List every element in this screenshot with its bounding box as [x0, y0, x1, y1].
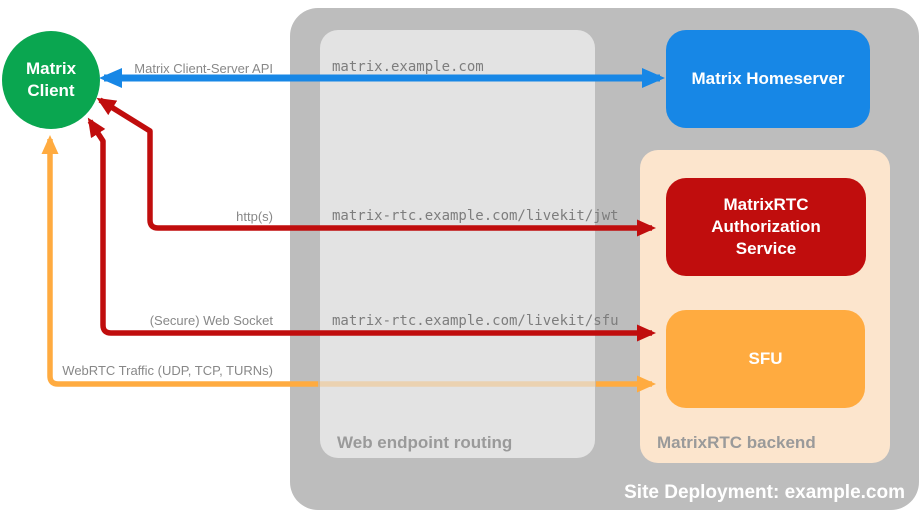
route-label-livekit-sfu: matrix-rtc.example.com/livekit/sfu — [332, 313, 619, 329]
route-label-livekit-jwt: matrix-rtc.example.com/livekit/jwt — [332, 208, 619, 224]
route-label-matrix-example-com: matrix.example.com — [332, 59, 484, 75]
site-deployment-caption: Site Deployment: example.com — [624, 482, 905, 503]
protocol-label-webrtc-traffic: WebRTC Traffic (UDP, TCP, TURNs) — [62, 363, 273, 378]
matrixrtc-authorization-service-label: MatrixRTC Authorization Service — [711, 195, 821, 258]
web-endpoint-routing-caption: Web endpoint routing — [337, 433, 513, 452]
protocol-label-client-server-api: Matrix Client-Server API — [134, 61, 273, 76]
protocol-label-https: http(s) — [236, 209, 273, 224]
sfu-label: SFU — [748, 349, 783, 368]
matrix-client-label: Matrix Client — [25, 59, 77, 100]
matrix-client-node: Matrix Client — [2, 31, 100, 129]
web-endpoint-routing-container — [320, 30, 595, 458]
matrix-homeserver-node: Matrix Homeserver — [666, 30, 870, 128]
wire-webrtc-traffic-solid-left — [41, 135, 318, 387]
matrixrtc-backend-caption: MatrixRTC backend — [657, 433, 816, 452]
protocol-label-web-socket: (Secure) Web Socket — [149, 313, 273, 328]
matrix-homeserver-label: Matrix Homeserver — [691, 69, 845, 88]
matrixrtc-authorization-service-node: MatrixRTC Authorization Service — [666, 178, 866, 276]
sfu-node: SFU — [666, 310, 865, 408]
